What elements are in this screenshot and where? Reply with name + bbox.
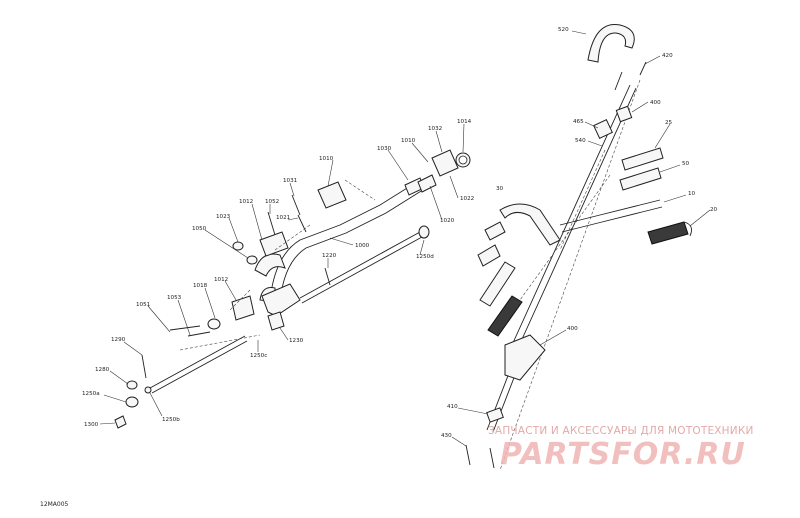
callout-1022: 1022 <box>460 196 474 202</box>
callout-1250a: 1250a <box>82 391 100 397</box>
callout-1020: 1020 <box>440 218 455 224</box>
callout-50: 50 <box>682 161 690 167</box>
callout-1023: 1023 <box>216 214 231 220</box>
callout-1012-upper: 1012 <box>239 199 253 205</box>
callout-1010-left: 1010 <box>319 156 334 162</box>
callout-1032: 1032 <box>428 126 442 132</box>
callout-1021: 1021 <box>276 215 291 221</box>
callout-1250b: 1250b <box>162 417 180 423</box>
watermark: ЗАПЧАСТИ И АКСЕССУАРЫ ДЛЯ МОТОТЕХНИКИ PA… <box>488 425 788 475</box>
callout-1051: 1051 <box>136 302 151 308</box>
callout-1290: 1290 <box>111 337 126 343</box>
steering-column-assembly <box>465 23 692 471</box>
callout-540: 540 <box>575 138 586 144</box>
callout-1250d: 1250d <box>416 254 434 260</box>
callout-1050: 1050 <box>192 226 207 232</box>
callout-1012-lower: 1012 <box>214 277 228 283</box>
callout-410: 410 <box>447 404 458 410</box>
callout-1280: 1280 <box>95 367 110 373</box>
callout-1300: 1300 <box>84 422 99 428</box>
callout-1220: 1220 <box>322 253 337 259</box>
callout-25: 25 <box>665 120 673 126</box>
callout-1250c: 1250c <box>250 353 267 359</box>
callout-520: 520 <box>558 27 569 33</box>
callout-400-top: 400 <box>650 100 661 106</box>
watermark-logo: PARTSFOR.RU <box>500 437 746 472</box>
callout-1030: 1030 <box>377 146 392 152</box>
callout-leaders <box>99 30 711 447</box>
callout-1014: 1014 <box>457 119 472 125</box>
callout-labels: 520 420 400 465 540 25 50 30 10 20 400 4… <box>82 27 718 439</box>
callout-465: 465 <box>573 119 584 125</box>
callout-1031: 1031 <box>283 178 298 184</box>
callout-1000: 1000 <box>355 243 370 249</box>
callout-1053: 1053 <box>167 295 182 301</box>
callout-30: 30 <box>496 186 504 192</box>
callout-400-bottom: 400 <box>567 326 578 332</box>
callout-420: 420 <box>662 53 673 59</box>
callout-430: 430 <box>441 433 452 439</box>
callout-1018: 1018 <box>193 283 208 289</box>
callout-1052: 1052 <box>265 199 279 205</box>
callout-20: 20 <box>710 207 718 213</box>
callout-1230: 1230 <box>289 338 304 344</box>
callout-1010-right: 1010 <box>401 138 416 144</box>
callout-10: 10 <box>688 191 696 197</box>
watermark-tagline: ЗАПЧАСТИ И АКСЕССУАРЫ ДЛЯ МОТОТЕХНИКИ <box>488 425 754 437</box>
drawing-reference-code: 12MA005 <box>40 501 69 508</box>
